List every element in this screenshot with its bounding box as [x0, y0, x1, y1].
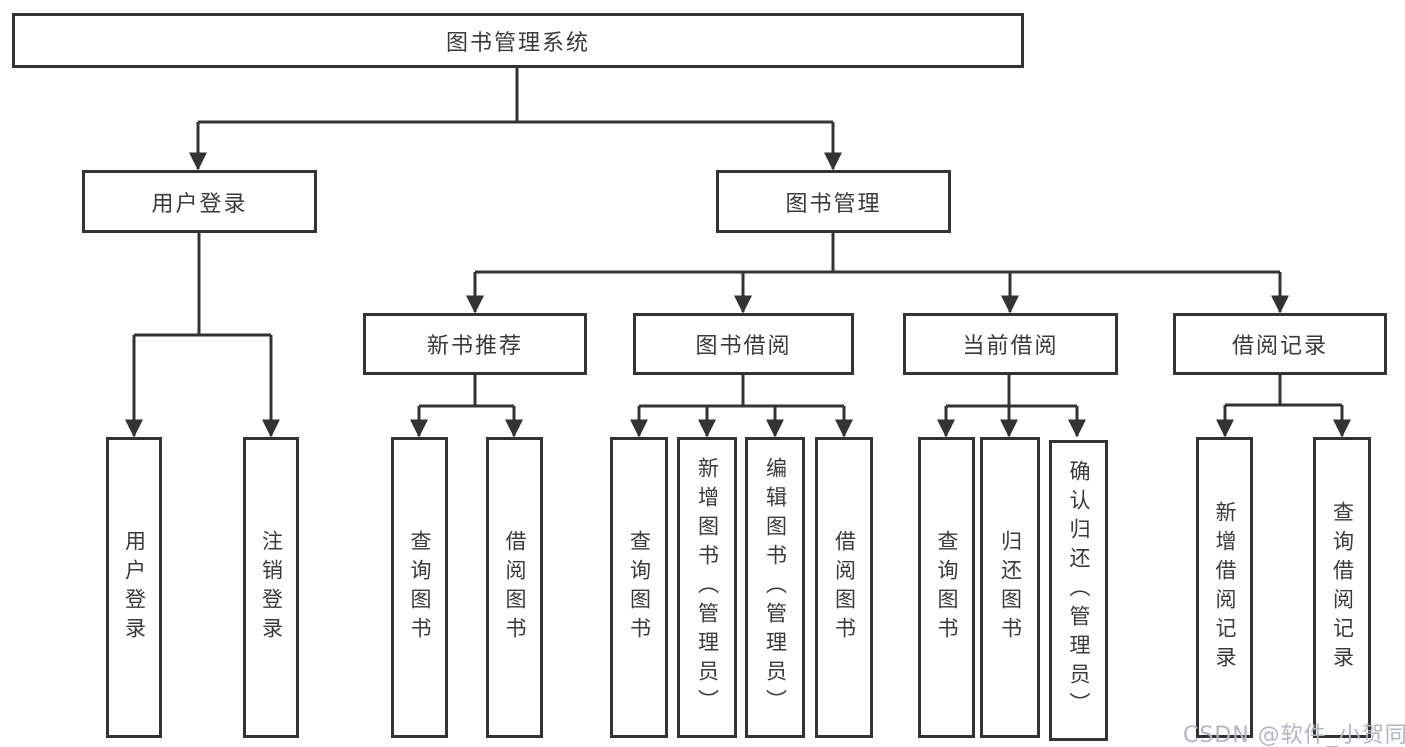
node-label: 用户登录 [122, 529, 147, 646]
node-label: 借阅记录 [1231, 334, 1328, 359]
node-label: 图书管理 [785, 191, 882, 217]
node-label: 借阅图书 [503, 529, 528, 646]
leaf-br-add-record: 新增借阅记录 [1196, 437, 1253, 738]
node-label: 编辑图书（管理员） [763, 457, 788, 718]
node-root: 图书管理系统 [12, 13, 1024, 68]
node-label: 确认归还（管理员） [1067, 460, 1092, 721]
node-label: 归还图书 [998, 529, 1023, 646]
leaf-cb-return-books: 归还图书 [980, 437, 1040, 738]
node-borrowing-records: 借阅记录 [1173, 313, 1387, 375]
leaf-logout: 注销登录 [243, 437, 299, 738]
node-current-borrowing: 当前借阅 [903, 313, 1118, 375]
leaf-user-login: 用户登录 [106, 437, 162, 738]
node-label: 查询图书 [935, 529, 960, 646]
node-label: 当前借阅 [962, 334, 1059, 359]
node-label: 用户登录 [151, 191, 248, 217]
node-label: 查询图书 [627, 529, 652, 646]
node-label: 注销登录 [259, 529, 284, 646]
csdn-watermark: CSDN @软件_小贺同学 [1183, 723, 1405, 747]
leaf-bb-edit-books-admin: 编辑图书（管理员） [745, 437, 805, 738]
node-label: 查询图书 [408, 529, 433, 646]
node-label: 新书推荐 [426, 334, 523, 359]
node-user-login: 用户登录 [82, 170, 317, 233]
node-label: 新增图书（管理员） [695, 457, 720, 718]
leaf-cb-confirm-return-admin: 确认归还（管理员） [1049, 440, 1108, 741]
node-book-borrowing: 图书借阅 [633, 313, 854, 375]
node-book-management: 图书管理 [716, 170, 951, 233]
node-label: 查询借阅记录 [1330, 500, 1355, 675]
node-label: 图书管理系统 [445, 30, 590, 56]
leaf-bb-add-books-admin: 新增图书（管理员） [677, 437, 737, 738]
leaf-br-query-record: 查询借阅记录 [1313, 437, 1371, 738]
leaf-cb-query-books: 查询图书 [918, 437, 975, 738]
leaf-bb-query-books: 查询图书 [610, 437, 668, 738]
leaf-bb-borrow-books: 借阅图书 [815, 437, 873, 738]
leaf-rec-borrow-books: 借阅图书 [486, 437, 543, 738]
node-label: 图书借阅 [695, 334, 792, 359]
leaf-rec-query-books: 查询图书 [391, 437, 448, 738]
node-label: 新增借阅记录 [1213, 500, 1238, 675]
node-label: 借阅图书 [832, 529, 857, 646]
node-new-book-recommendation: 新书推荐 [363, 313, 587, 375]
